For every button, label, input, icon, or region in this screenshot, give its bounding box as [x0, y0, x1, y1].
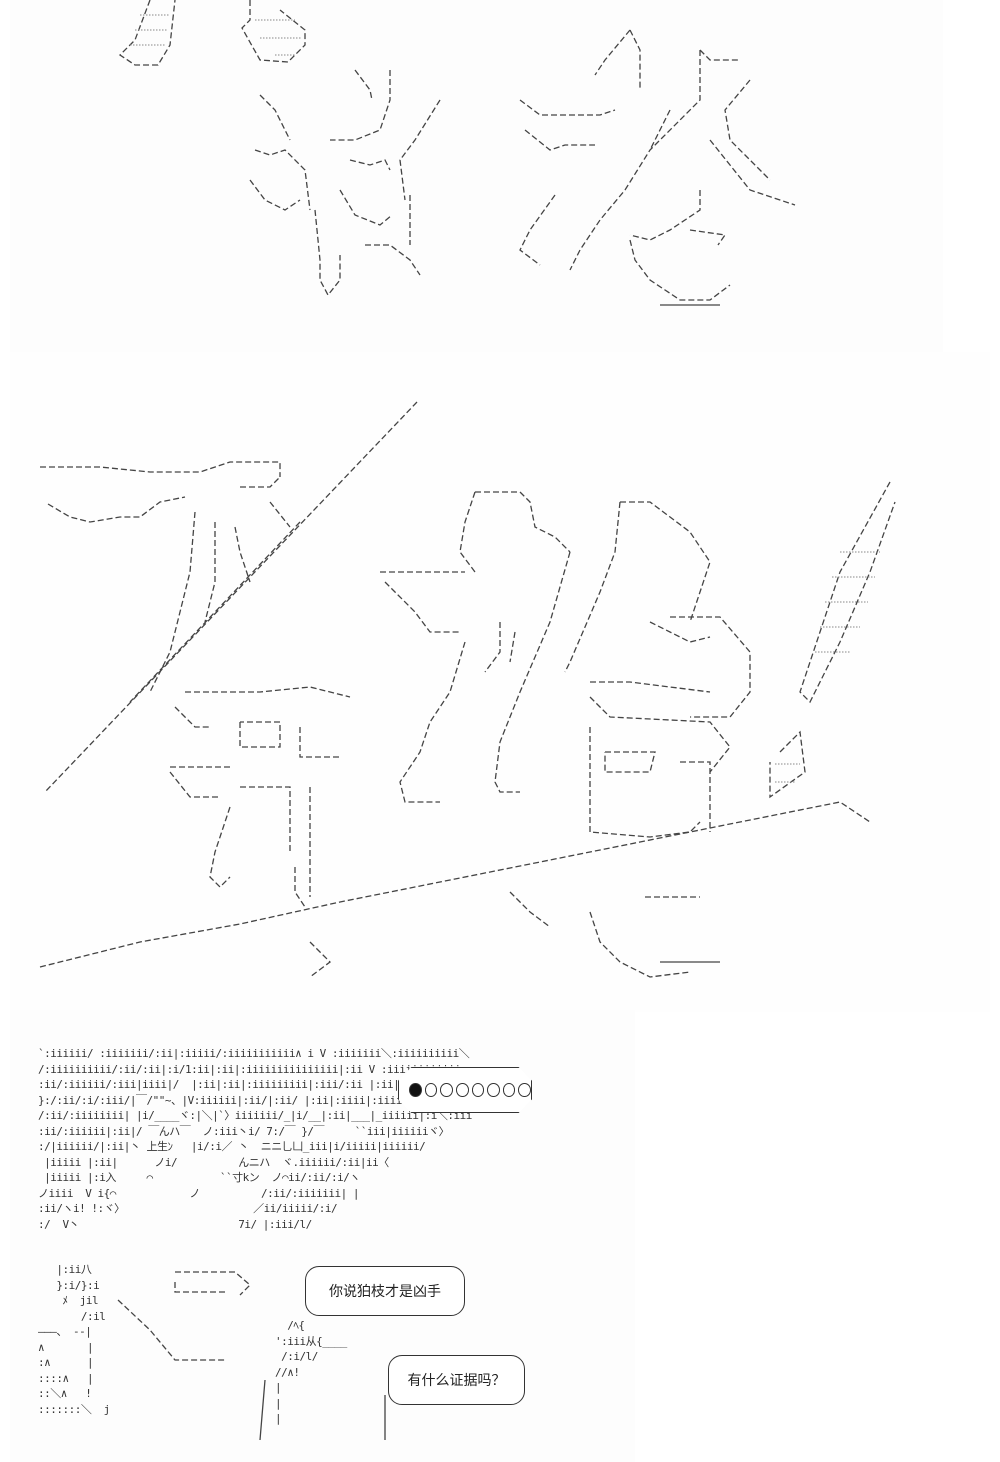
- dot-empty-icon: [471, 1083, 485, 1097]
- dot-empty-icon: [502, 1083, 516, 1097]
- ascii-lettering-art: [39, 401, 896, 978]
- progress-dots-bubble: [398, 1067, 532, 1113]
- ascii-character-body-right: /ﾍ{ ':iii从{____ /:i/l/ //∧! | | |: [275, 1319, 347, 1425]
- speech-text-accusation: 你说狛枝才是凶手: [329, 1284, 441, 1300]
- panel-middle: [10, 352, 990, 1012]
- panel-top: [10, 0, 943, 352]
- speech-bubble-question: 有什么证据吗？: [388, 1355, 525, 1405]
- ascii-figures-art: [118, 0, 796, 306]
- ascii-character-body-left: |:ii八 }:i/}:i ﾒ jil /:il ―――、 --| ∧ | :∧…: [38, 1263, 110, 1416]
- dot-empty-icon: [518, 1083, 531, 1097]
- dot-empty-icon: [455, 1083, 469, 1097]
- dot-empty-icon: [487, 1083, 500, 1097]
- ascii-character-hair: `:iiiiii/ :iiiiiii/:ii|:iiiii/:iiiiiiiii…: [38, 1047, 472, 1231]
- dot-empty-icon: [424, 1083, 438, 1097]
- dot-empty-icon: [440, 1083, 453, 1097]
- dot-filled-icon: [409, 1083, 422, 1097]
- speech-text-question: 有什么证据吗？: [407, 1373, 506, 1389]
- speech-bubble-accusation: 你说狛枝才是凶手: [305, 1266, 465, 1316]
